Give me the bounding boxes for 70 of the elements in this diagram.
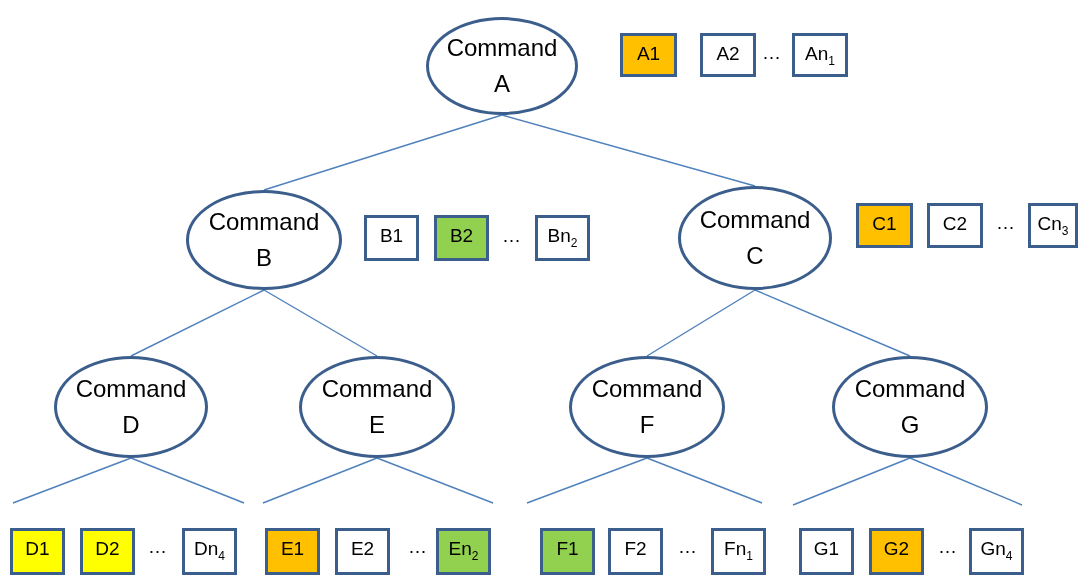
tree-line [130,289,265,357]
item-label: An$_{1}$ [805,42,835,70]
branch-line [526,457,648,504]
item-box [364,215,419,261]
item-label: A1 [636,42,661,66]
item-label: E2 [350,537,375,561]
item-box [711,528,766,575]
item-box [436,528,491,575]
item-label: Dn$_{4}$ [194,537,225,565]
item-label: Bn$_{2}$ [547,224,578,252]
ellipsis-label: … [678,536,697,558]
ellipsis-label: … [502,225,521,247]
item-box [265,528,320,575]
item-label: D1 [25,537,50,561]
item-label: C2 [942,212,968,236]
command-label: Command F [590,374,704,440]
ellipsis-label: … [762,42,781,64]
item-box [799,528,854,575]
item-box [80,528,135,575]
item-box [10,528,65,575]
item-box [335,528,390,575]
branch-line [130,457,245,504]
item-box [856,203,913,248]
item-label: Fn$_{1}$ [724,537,753,565]
branch-line [376,457,494,504]
item-box [182,528,237,575]
branch-line [909,457,1023,506]
command-label: Command G [853,374,967,440]
item-box [792,33,848,77]
item-box [969,528,1024,575]
branch-line [646,457,763,504]
item-label: A2 [716,42,740,66]
item-box [927,203,983,248]
branch-line [792,457,911,506]
item-box [540,528,595,575]
tree-line [501,114,756,187]
item-box [700,33,756,77]
item-label: Gn$_{4}$ [980,537,1013,565]
tree-line [754,289,911,357]
tree-line [646,289,756,357]
ellipsis-label: … [996,212,1015,234]
item-label: F2 [624,537,647,561]
item-box [434,215,489,261]
command-label: Command B [207,207,321,273]
command-label: Command C [698,205,812,271]
item-box [608,528,663,575]
item-label: D2 [95,537,120,561]
item-label: G1 [813,537,840,561]
item-label: En$_{2}$ [448,537,479,565]
branch-line [262,457,378,504]
item-label: Cn$_{3}$ [1037,212,1069,240]
branch-line [12,457,132,504]
command-label: Command A [445,33,559,99]
item-label: B2 [449,224,474,248]
item-label: B1 [379,224,404,248]
ellipsis-label: … [408,536,427,558]
item-label: F1 [556,537,579,561]
tree-line [263,114,503,191]
item-box [620,33,677,77]
item-label: E1 [280,537,305,561]
command-label: Command E [320,374,434,440]
command-label: Command D [74,374,188,440]
tree-line [263,289,378,357]
item-label: G2 [883,537,910,561]
ellipsis-label: … [938,536,957,558]
ellipsis-label: … [148,536,167,558]
item-box [869,528,924,575]
item-label: C1 [872,212,897,236]
item-box [535,215,590,261]
item-box [1028,203,1078,248]
